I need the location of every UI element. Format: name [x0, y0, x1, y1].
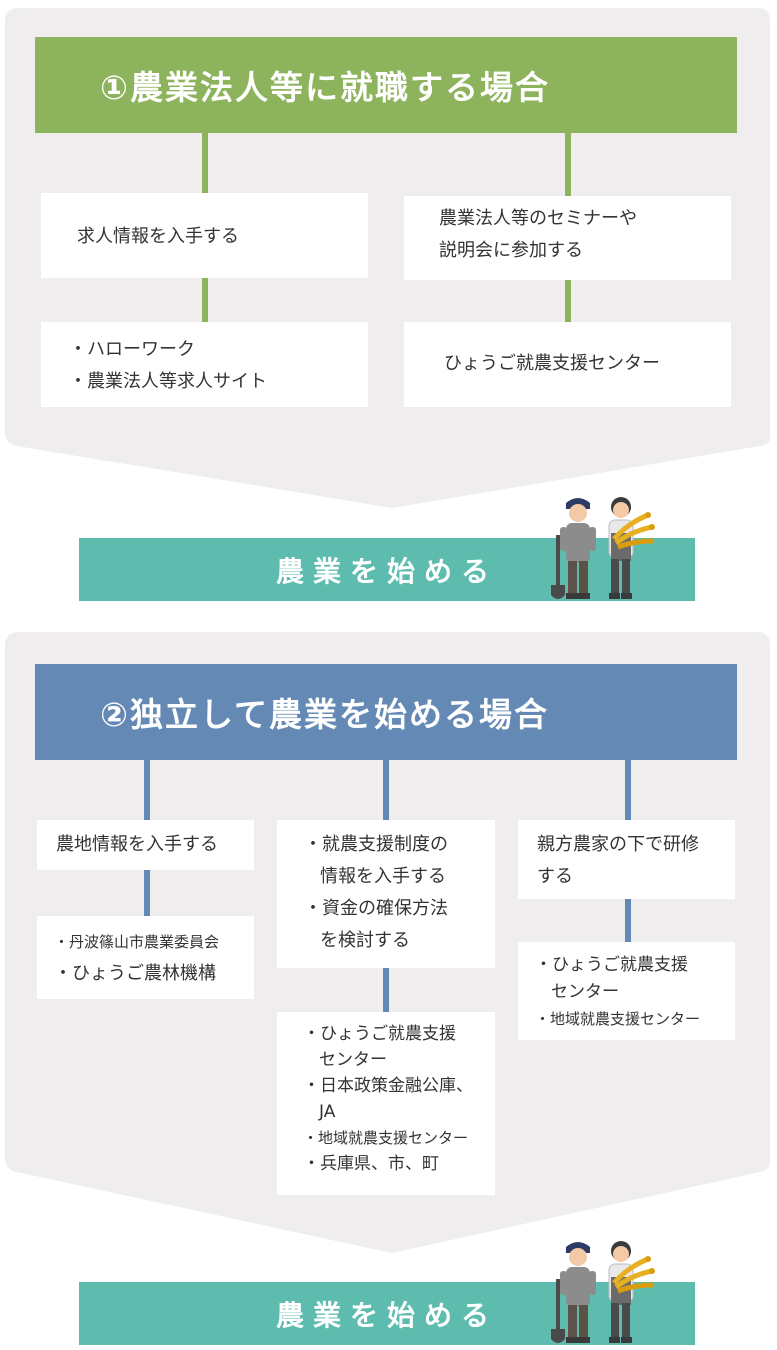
box-text: 説明会に参加する [439, 240, 583, 261]
list-item: 情報を入手する [320, 866, 446, 887]
farmer-man-icon [560, 498, 596, 599]
start-farming-label: 農業を始める [275, 1298, 498, 1332]
box-text: 求人情報を入手する [77, 226, 239, 247]
list-item: を検討する [320, 930, 410, 951]
start-farming-label: 農業を始める [275, 554, 498, 588]
list-item: ・農業法人等求人サイト [69, 371, 267, 392]
list-item: センター [319, 1050, 387, 1070]
connector-line [202, 278, 208, 322]
connector-line [565, 280, 571, 322]
farmland-sources-box: ・丹波篠山市農業委員会 ・ひょうご農林機構 [37, 916, 254, 999]
seminar-box: 農業法人等のセミナーや 説明会に参加する [404, 196, 731, 280]
shovel-icon [551, 535, 565, 599]
box-text: 親方農家の下で研修 [537, 834, 699, 855]
list-item: ・日本政策金融公庫、 [303, 1076, 473, 1096]
list-item: ・就農支援制度の [304, 834, 448, 855]
training-sources-box: ・ひょうご就農支援 センター ・地域就農支援センター [518, 942, 735, 1040]
section2-header: ②独立して農業を始める場合 [35, 664, 737, 760]
list-item: ・資金の確保方法 [304, 898, 448, 919]
start-farming-bar: 農業を始める [79, 1282, 695, 1345]
list-item: ・地域就農支援センター [535, 1010, 701, 1028]
connector-line [383, 760, 389, 820]
support-center-box: ひょうご就農支援センター [404, 322, 731, 407]
connector-line [144, 870, 150, 916]
job-sources-box: ・ハローワーク ・農業法人等求人サイト [41, 322, 368, 407]
get-job-info-box: 求人情報を入手する [41, 193, 368, 278]
box-text: する [537, 866, 573, 887]
connector-line [383, 968, 389, 1012]
list-item: ・丹波篠山市農業委員会 [54, 933, 220, 951]
connector-line [202, 133, 208, 193]
list-item: ・ひょうご就農支援 [303, 1024, 456, 1044]
connector-line [625, 760, 631, 820]
farmland-info-box: 農地情報を入手する [37, 820, 254, 870]
rice-sheaf-icon [612, 1256, 655, 1294]
shovel-icon [551, 1279, 565, 1343]
box-text: 農業法人等のセミナーや [439, 208, 637, 229]
list-item: ・地域就農支援センター [303, 1129, 469, 1147]
box-text: ひょうご就農支援センター [444, 353, 660, 374]
section2-header-text: ②独立して農業を始める場合 [100, 695, 549, 734]
training-box: 親方農家の下で研修 する [518, 820, 735, 899]
list-item: ・ひょうご就農支援 [535, 955, 688, 975]
box-text: 農地情報を入手する [56, 834, 218, 855]
rice-sheaf-icon [612, 512, 655, 550]
connector-line [625, 899, 631, 942]
farmer-couple-icon [551, 497, 655, 599]
support-system-box: ・就農支援制度の 情報を入手する ・資金の確保方法 を検討する [277, 820, 495, 968]
list-item: ・ハローワーク [69, 339, 195, 360]
list-item: ・兵庫県、市、町 [303, 1154, 439, 1174]
list-item: センター [551, 982, 619, 1002]
connector-line [144, 760, 150, 820]
support-sources-box: ・ひょうご就農支援 センター ・日本政策金融公庫、 JA ・地域就農支援センター… [277, 1012, 495, 1195]
section1-header-text: ①農業法人等に就職する場合 [100, 68, 550, 107]
list-item: ・ひょうご農林機構 [54, 963, 216, 984]
farmer-man-icon [560, 1242, 596, 1343]
farmer-couple-icon [551, 1241, 655, 1343]
section1-header: ①農業法人等に就職する場合 [35, 37, 737, 133]
list-item: JA [319, 1102, 336, 1122]
connector-line [565, 133, 571, 196]
